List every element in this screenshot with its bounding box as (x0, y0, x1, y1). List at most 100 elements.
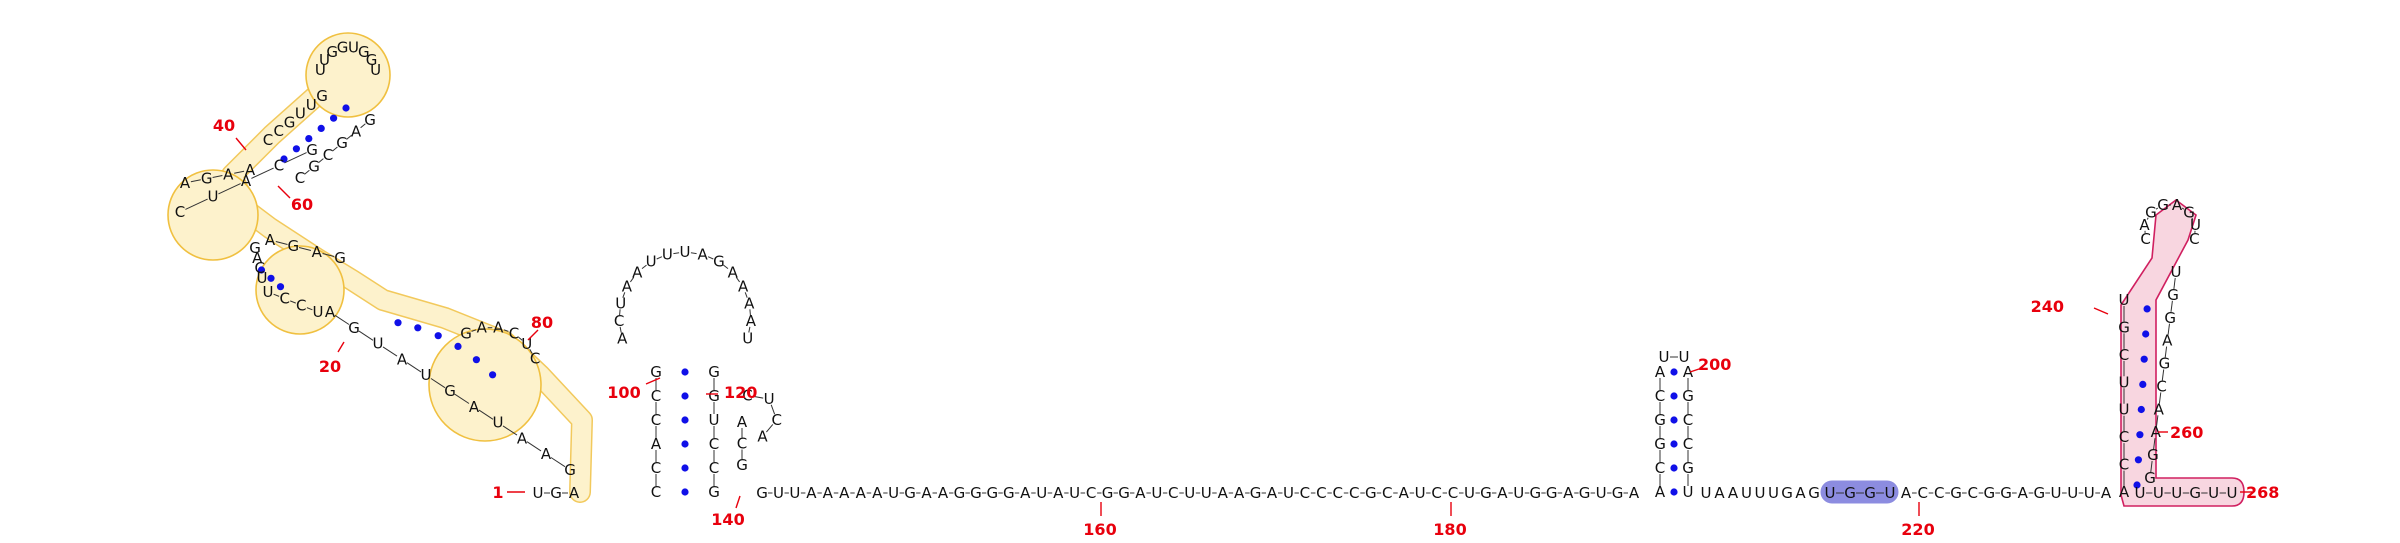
nucleotide: C (2156, 377, 2166, 395)
nucleotide: G (954, 484, 966, 502)
nucleotide: A (180, 174, 191, 192)
nucleotide: A (1728, 484, 1739, 502)
nucleotide: A (325, 303, 336, 321)
nucleotide: C (709, 459, 719, 477)
nucleotide: A (351, 123, 362, 141)
nucleotide: C (1655, 459, 1665, 477)
nucleotide: A (1135, 484, 1146, 502)
nucleotide: G (306, 141, 318, 159)
nucleotide: C (323, 146, 333, 164)
nucleotide: A (622, 278, 633, 296)
nucleotide: A (921, 484, 932, 502)
base-pair-dot (1670, 416, 1677, 423)
nucleotide: A (1218, 484, 1229, 502)
base-pair-dot (454, 343, 461, 350)
nucleotide: A (872, 484, 883, 502)
nucleotide: G (1365, 484, 1377, 502)
nucleotide: A (1053, 484, 1064, 502)
nucleotide: G (708, 483, 720, 501)
position-label-1: 1 (492, 483, 503, 502)
nucleotide: U (2067, 484, 2078, 502)
nucleotide: A (839, 484, 850, 502)
nucleotide: A (728, 263, 739, 281)
nucleotide: U (1741, 484, 1752, 502)
nucleotide: G (550, 484, 562, 502)
nucleotide: A (746, 312, 757, 330)
nucleotide: A (2018, 484, 2029, 502)
nucleotide: G (713, 252, 725, 270)
nucleotide: A (856, 484, 867, 502)
nucleotide: U (662, 245, 673, 263)
base-pair-dot (681, 392, 688, 399)
base-pair-dot (681, 368, 688, 375)
position-label-200: 200 (1698, 355, 1731, 374)
nucleotide: C (1300, 484, 1310, 502)
nucleotide: A (469, 398, 480, 416)
nucleotide: A (2119, 483, 2130, 501)
nucleotide: U (789, 484, 800, 502)
nucleotide: A (397, 350, 408, 368)
nucleotide: U (1596, 484, 1607, 502)
nucleotide: G (708, 387, 720, 405)
nucleotide: G (1844, 484, 1856, 502)
nucleotide: G (2159, 355, 2171, 373)
nucleotide: C (1448, 484, 1458, 502)
nucleotide: C (2189, 230, 2199, 248)
position-label-180: 180 (1433, 520, 1466, 538)
nucleotide: G (2147, 446, 2159, 464)
nucleotide: G (334, 249, 346, 267)
nucleotide: G (337, 39, 349, 57)
nucleotide: A (1234, 484, 1245, 502)
nucleotide: U (295, 105, 306, 123)
nucleotide: G (1003, 484, 1015, 502)
nucleotide: C (263, 131, 273, 149)
nucleotide: U (680, 243, 691, 261)
nucleotide: U (2084, 484, 2095, 502)
base-pair-dot (330, 115, 337, 122)
nucleotide: U (615, 294, 626, 312)
nucleotide: U (1464, 484, 1475, 502)
nucleotide: G (2189, 484, 2201, 502)
nucleotide: A (938, 484, 949, 502)
base-pair-dot (1670, 488, 1677, 495)
nucleotide: G (348, 319, 360, 337)
nucleotide: A (2101, 484, 2112, 502)
nucleotide: C (1917, 484, 1927, 502)
nucleotide: U (2135, 484, 2146, 502)
nucleotide: U (1768, 484, 1779, 502)
nucleotide: C (274, 157, 284, 175)
nucleotide: U (263, 283, 274, 301)
nucleotide: U (709, 411, 720, 429)
position-label-120: 120 (724, 383, 757, 402)
nucleotide: A (1399, 484, 1410, 502)
nucleotide: U (1701, 484, 1712, 502)
nucleotide: U (2227, 484, 2238, 502)
nucleotide: C (1168, 484, 1178, 502)
nucleotide: G (1864, 484, 1876, 502)
nucleotide: C (651, 411, 661, 429)
base-pair-layer (258, 104, 2151, 495)
nucleotide: A (1714, 484, 1725, 502)
nucleotide: G (564, 461, 576, 479)
nucleotide: G (736, 456, 748, 474)
backbone-link (527, 442, 541, 451)
backbone-link (335, 315, 349, 324)
nucleotide: U (773, 484, 784, 502)
nucleotide: C (296, 296, 306, 314)
base-pair-dot (267, 275, 274, 282)
nucleotide: A (1563, 484, 1574, 502)
nucleotide: G (1118, 484, 1130, 502)
nucleotide: U (742, 329, 753, 347)
nucleotide: G (708, 363, 720, 381)
nucleotide: A (1267, 484, 1278, 502)
nucleotide: C (295, 169, 305, 187)
nucleotide: G (287, 237, 299, 255)
nucleotide: U (2051, 484, 2062, 502)
nucleotide: A (223, 165, 234, 183)
nucleotide: A (312, 243, 323, 261)
nucleotide: U (313, 303, 324, 321)
position-tick (2094, 308, 2108, 314)
position-tick (236, 138, 246, 150)
backbone-link (407, 363, 421, 372)
